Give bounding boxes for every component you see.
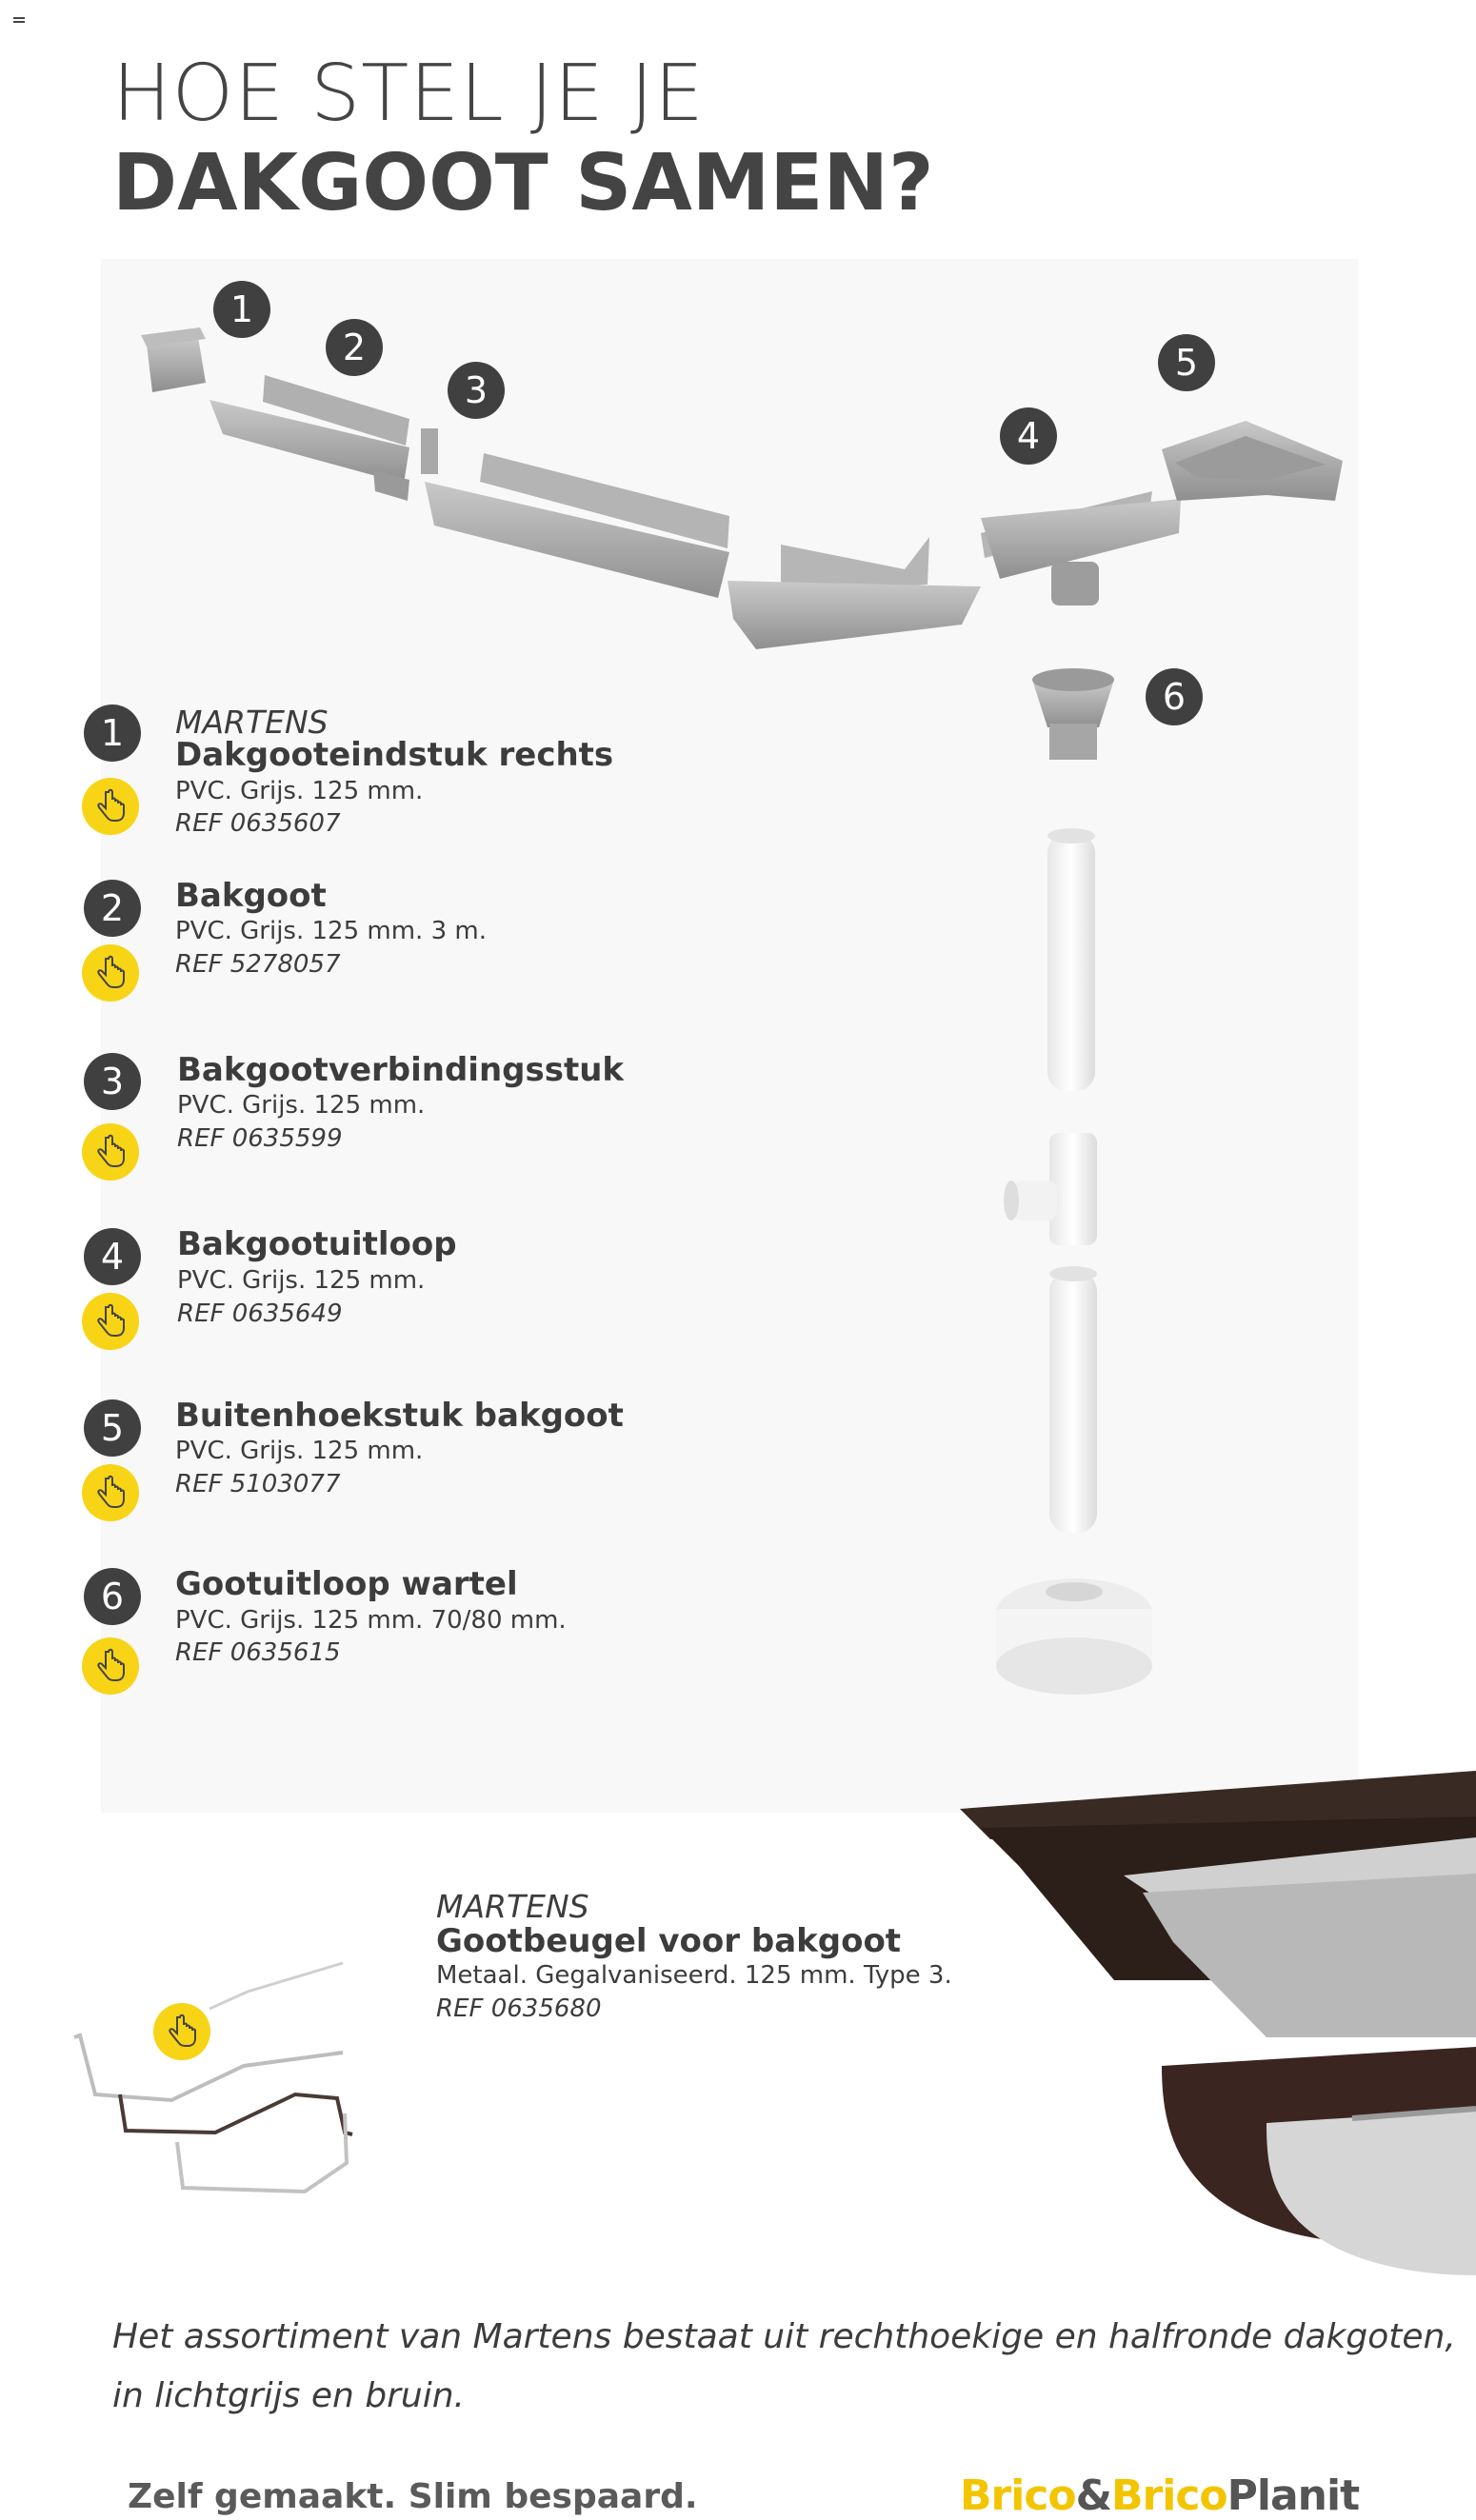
item-5-spec: PVC. Grijs. 125 mm. — [175, 1437, 424, 1465]
item-number-5: 5 — [84, 1399, 141, 1457]
item-2-ref: REF 5278057 — [175, 950, 341, 979]
item-1-brand: MARTENS — [175, 704, 329, 741]
hand-pointer-icon — [97, 788, 125, 822]
hand-pointer-icon — [97, 1134, 125, 1167]
logo-brico-1: Brico — [960, 2471, 1077, 2520]
downpipe-base — [996, 1578, 1152, 1695]
downpipe-upper — [1047, 828, 1095, 1091]
page-title-line2: DAKGOOT SAMEN? — [112, 138, 934, 228]
downpipe-tee — [1004, 1133, 1097, 1245]
item-4-spec: PVC. Grijs. 125 mm. — [177, 1266, 426, 1295]
logo-planit: Planit — [1227, 2471, 1360, 2520]
item-6-link[interactable] — [82, 1637, 139, 1695]
item-number-3: 3 — [84, 1053, 141, 1110]
item-6-name: Gootuitloop wartel — [175, 1565, 518, 1603]
diagram-badge-1: 1 — [213, 281, 270, 338]
hand-pointer-icon — [97, 1303, 125, 1337]
item-1-link[interactable] — [82, 778, 139, 835]
logo-brico-2: Brico — [1111, 2471, 1228, 2520]
item-2-name: Bakgoot — [175, 877, 327, 915]
bracket-spec: Metaal. Gegalvaniseerd. 125 mm. Type 3. — [436, 1961, 952, 1990]
item-2-link[interactable] — [82, 944, 139, 1002]
item-4-link[interactable] — [82, 1293, 139, 1350]
item-6-ref: REF 0635615 — [175, 1638, 341, 1667]
diagram-badge-6: 6 — [1146, 668, 1203, 725]
assortment-text-line1: Het assortiment van Martens bestaat uit … — [112, 2317, 1456, 2356]
item-3-link[interactable] — [82, 1123, 139, 1181]
hand-pointer-icon — [97, 1648, 125, 1681]
item-2-spec: PVC. Grijs. 125 mm. 3 m. — [175, 917, 487, 945]
gutter-bracket-illustration — [73, 1961, 353, 2194]
gutter-corner-inner — [728, 537, 981, 649]
diagram-badge-2: 2 — [326, 319, 383, 376]
gutter-end-cap — [141, 327, 206, 392]
item-6-spec: PVC. Grijs. 125 mm. 70/80 mm. — [175, 1606, 567, 1635]
item-1-ref: REF 0635607 — [175, 809, 341, 838]
item-1-name: Dakgooteindstuk rechts — [175, 736, 614, 774]
item-3-name: Bakgootverbindingsstuk — [177, 1051, 625, 1089]
gutter-outlet — [981, 491, 1181, 605]
diagram-badge-4: 4 — [1000, 407, 1057, 465]
diagram-badge-3: 3 — [448, 362, 505, 419]
downpipe-lower — [1049, 1266, 1097, 1533]
item-5-ref: REF 5103077 — [175, 1470, 341, 1498]
item-4-ref: REF 0635649 — [177, 1300, 343, 1328]
page-title-line1: HOE STEL JE JE — [112, 49, 705, 139]
gutter-connector — [373, 428, 438, 501]
gutter-long-segment — [425, 453, 729, 598]
item-number-2: 2 — [84, 880, 141, 937]
bracket-ref: REF 0635680 — [436, 1994, 602, 2023]
hand-pointer-icon — [97, 955, 125, 988]
item-5-link[interactable] — [82, 1464, 139, 1521]
gutter-segment-2 — [209, 375, 409, 484]
swivel-outlet — [1032, 668, 1114, 760]
gutter-profiles-illustration — [960, 1771, 1476, 2275]
brico-logo[interactable]: Brico&BricoPlanit — [960, 2471, 1360, 2520]
bracket-brand: MARTENS — [436, 1888, 589, 1925]
diagram-badge-5: 5 — [1158, 334, 1215, 391]
gutter-outer-corner — [1162, 421, 1343, 501]
bracket-link[interactable] — [153, 2003, 210, 2060]
item-number-1: 1 — [84, 704, 141, 762]
item-5-name: Buitenhoekstuk bakgoot — [175, 1397, 624, 1435]
hand-pointer-icon — [97, 1475, 125, 1508]
item-number-6: 6 — [84, 1568, 141, 1625]
gutter-assembly-illustration — [141, 327, 1343, 1695]
item-number-4: 4 — [84, 1228, 141, 1285]
assortment-text-line2: in lichtgrijs en bruin. — [112, 2376, 465, 2415]
item-3-spec: PVC. Grijs. 125 mm. — [177, 1091, 426, 1120]
item-3-ref: REF 0635599 — [177, 1124, 343, 1153]
item-1-spec: PVC. Grijs. 125 mm. — [175, 777, 424, 805]
slogan: Zelf gemaakt. Slim bespaard. — [128, 2477, 698, 2516]
logo-ampersand: & — [1075, 2471, 1112, 2520]
item-4-name: Bakgootuitloop — [177, 1225, 457, 1263]
menu-icon[interactable] — [13, 17, 25, 27]
hand-pointer-icon — [169, 2014, 196, 2047]
bracket-name: Gootbeugel voor bakgoot — [436, 1922, 902, 1960]
